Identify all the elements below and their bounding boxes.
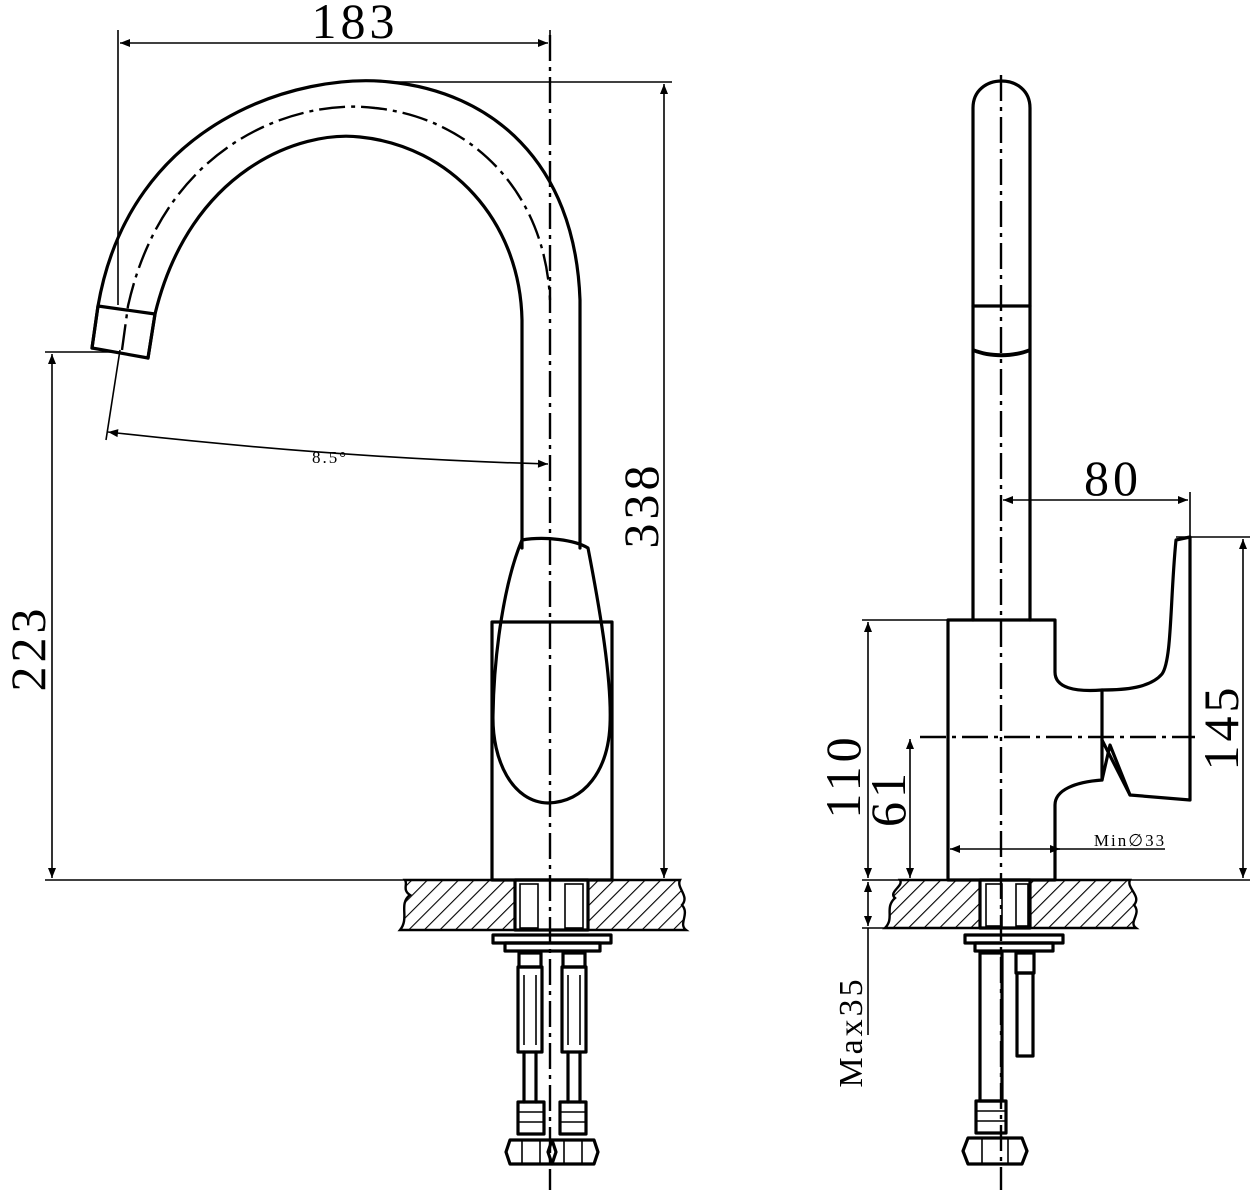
dim-label-338: 338 bbox=[613, 462, 669, 549]
hex-nut-right bbox=[546, 1138, 600, 1166]
dim-label-80: 80 bbox=[1084, 450, 1142, 506]
side-countertop-left bbox=[882, 878, 982, 930]
dim-label-61: 61 bbox=[860, 769, 916, 827]
dim-label-223: 223 bbox=[0, 605, 56, 692]
dim-label-183: 183 bbox=[312, 0, 399, 49]
countertop-section-right bbox=[586, 878, 690, 932]
spout-tip-band bbox=[96, 304, 157, 316]
spout-inner-contour bbox=[146, 134, 524, 550]
countertop-section-left bbox=[397, 878, 517, 932]
spout-centerline bbox=[120, 105, 552, 351]
dim-arc-angle bbox=[107, 429, 549, 468]
dim-label-145: 145 bbox=[1193, 684, 1249, 771]
side-lever bbox=[1100, 535, 1192, 802]
dim-label-min-hole: Min∅33 bbox=[1094, 831, 1166, 850]
side-countertop-right bbox=[1028, 878, 1140, 930]
side-pipe-ring bbox=[973, 348, 1030, 358]
dim-label-110: 110 bbox=[815, 733, 871, 818]
side-body bbox=[946, 618, 1104, 882]
side-view: 80 145 110 61 Min∅33 Max35 bbox=[815, 75, 1250, 1190]
faucet-body bbox=[490, 620, 614, 882]
side-supply-hose bbox=[978, 951, 1004, 1103]
dim-label-max35: Max35 bbox=[833, 976, 870, 1087]
lever-handle bbox=[491, 536, 612, 805]
side-hex-nut bbox=[961, 1136, 1029, 1166]
supply-hose-left bbox=[516, 965, 544, 1054]
dim-label-angle: 8.5° bbox=[312, 448, 348, 467]
front-view: 183 338 223 8.5° bbox=[0, 0, 690, 1190]
spout-outer-contour bbox=[90, 79, 582, 550]
supply-hose-right bbox=[560, 965, 588, 1054]
